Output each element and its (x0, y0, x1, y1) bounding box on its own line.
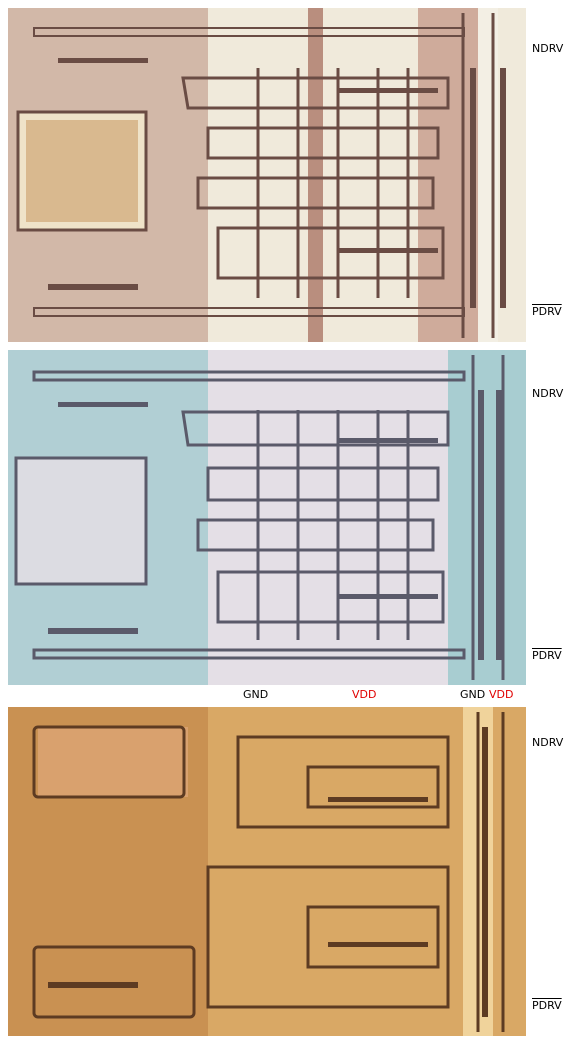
ndrv-label-bottom: NDRV (532, 736, 564, 749)
pdrv-label-top: PDRV (532, 305, 562, 318)
die-photo-top-art (8, 8, 526, 342)
die-photo-middle (8, 350, 526, 685)
gnd-label-2: GND (460, 688, 486, 701)
die-photo-bottom-art (8, 707, 526, 1036)
die-photo-middle-art (8, 350, 526, 685)
ndrv-label-middle: NDRV (532, 387, 564, 400)
gnd-label-1: GND (243, 688, 269, 701)
vdd-label-2: VDD (489, 688, 514, 701)
vdd-label-1: VDD (352, 688, 377, 701)
die-photo-top (8, 8, 526, 342)
ndrv-label-top: NDRV (532, 42, 564, 55)
pdrv-label-middle: PDRV (532, 649, 562, 662)
pdrv-label-bottom: PDRV (532, 999, 562, 1012)
die-photo-bottom (8, 707, 526, 1036)
